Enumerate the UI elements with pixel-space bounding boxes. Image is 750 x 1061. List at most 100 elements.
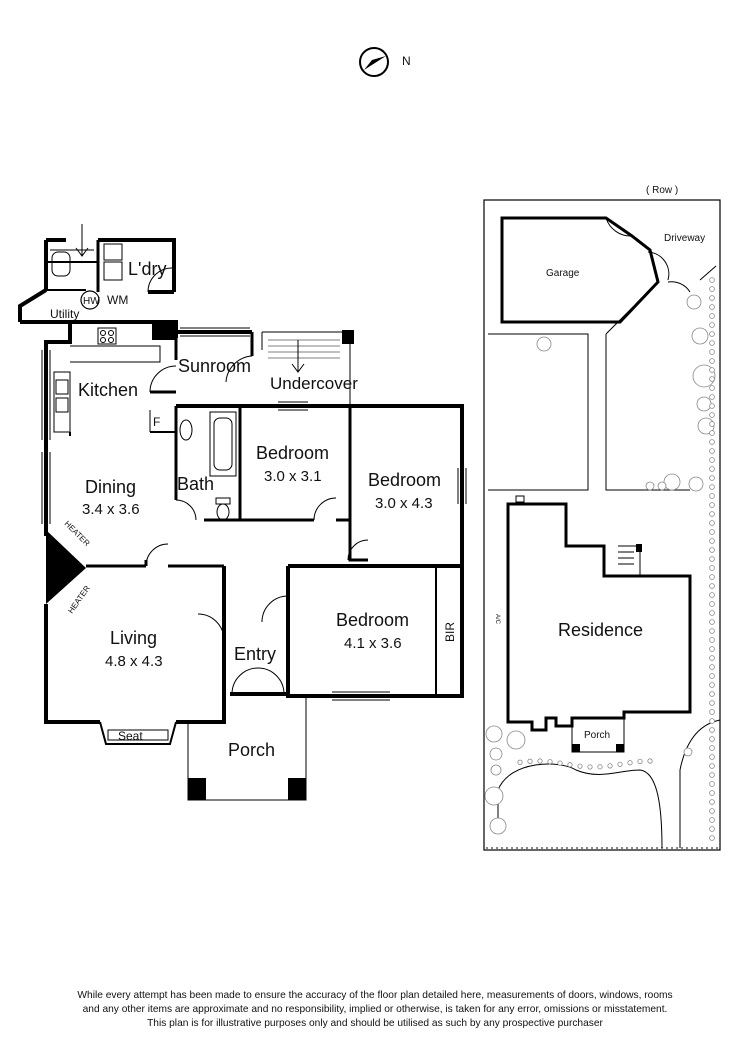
disclaimer-line-1: While every attempt has been made to ens… xyxy=(77,990,673,1001)
hedge-dot-icon xyxy=(709,826,715,832)
hedge-dot-icon xyxy=(709,790,715,796)
compass-north-label: N xyxy=(402,54,411,68)
room-label-bath: Bath xyxy=(177,474,214,494)
hedge-dot-icon xyxy=(709,682,715,688)
shrub-icon xyxy=(489,747,503,761)
shrub-icon xyxy=(686,294,702,310)
border-dot-icon xyxy=(617,761,623,767)
room-label-living: Living xyxy=(110,628,157,648)
shrub-icon xyxy=(490,764,502,776)
label-window-seat: Seat xyxy=(118,729,143,743)
porch-post-left xyxy=(188,778,206,800)
hedge-dot-icon xyxy=(709,799,715,805)
hedge-dot-icon xyxy=(709,412,715,418)
room-size-bedroom-1: 3.0 x 3.1 xyxy=(264,468,322,485)
label-driveway: Driveway xyxy=(664,233,705,244)
hedge-dot-icon xyxy=(709,457,715,463)
hedge-dot-icon xyxy=(709,628,715,634)
label-washing-machine: WM xyxy=(107,293,128,307)
room-label-dining: Dining xyxy=(85,477,136,497)
compass-arrow-icon xyxy=(364,56,386,70)
border-dot-icon xyxy=(577,763,583,769)
border-dot-icon xyxy=(517,759,523,765)
hedge-dot-icon xyxy=(709,313,715,319)
border-dot-icon xyxy=(627,760,633,766)
hedge-dot-icon xyxy=(709,466,715,472)
hedge-dot-icon xyxy=(709,583,715,589)
shrub-icon xyxy=(696,396,712,412)
label-hot-water: HW xyxy=(83,296,100,307)
label-site-porch: Porch xyxy=(584,730,610,741)
heater-block xyxy=(46,530,86,604)
hedge-dot-icon xyxy=(709,763,715,769)
hedge-dot-icon xyxy=(709,439,715,445)
hedge-dot-icon xyxy=(709,403,715,409)
label-heater-bottom: HEATER xyxy=(66,584,92,615)
room-size-bedroom-3: 4.1 x 3.6 xyxy=(344,635,402,652)
hedge-dot-icon xyxy=(709,592,715,598)
hedge-dot-icon xyxy=(709,808,715,814)
hedge-dot-icon xyxy=(709,331,715,337)
hedge-dot-icon xyxy=(709,277,715,283)
shrub-icon xyxy=(697,417,715,435)
hedge-dot-icon xyxy=(709,484,715,490)
hedge-dot-icon xyxy=(709,817,715,823)
hedge-dot-icon xyxy=(709,448,715,454)
room-label-sunroom: Sunroom xyxy=(178,356,251,376)
hedge-dot-icon xyxy=(709,340,715,346)
hedge-dot-icon xyxy=(709,385,715,391)
house-floor-plan xyxy=(18,224,467,801)
room-label-utility: Utility xyxy=(50,307,79,321)
border-dot-icon xyxy=(567,762,573,768)
porch-post-right xyxy=(288,778,306,800)
hedge-dot-icon xyxy=(709,367,715,373)
shrub-icon xyxy=(489,817,507,835)
shrub-icon xyxy=(688,476,704,492)
hedge-dot-icon xyxy=(709,493,715,499)
hedge-dot-icon xyxy=(709,556,715,562)
room-label-bedroom-1: Bedroom xyxy=(256,443,329,463)
border-dot-icon xyxy=(607,763,613,769)
hedge-dot-icon xyxy=(709,664,715,670)
room-label-bedroom-3: Bedroom xyxy=(336,610,409,630)
label-heater-top: HEATER xyxy=(63,519,92,548)
shrub-icon xyxy=(536,336,552,352)
disclaimer-line-3: This plan is for illustrative purposes o… xyxy=(147,1018,603,1030)
shrub-icon xyxy=(663,473,681,491)
hedge-dot-icon xyxy=(709,520,715,526)
hedge-dot-icon xyxy=(709,574,715,580)
hedge-dot-icon xyxy=(709,565,715,571)
shrub-icon xyxy=(485,725,503,743)
hedge-dot-icon xyxy=(709,601,715,607)
shrub-icon xyxy=(691,327,709,345)
hedge-dot-icon xyxy=(709,727,715,733)
border-dot-icon xyxy=(637,758,643,765)
seat-cushion xyxy=(107,729,169,741)
label-row: ( Row ) xyxy=(646,185,678,196)
hedge-dot-icon xyxy=(709,619,715,625)
room-label-entry: Entry xyxy=(234,644,276,664)
room-label-porch: Porch xyxy=(228,740,275,760)
label-built-in-robe: BIR xyxy=(443,622,457,642)
room-label-bedroom-2: Bedroom xyxy=(368,470,441,490)
label-air-conditioner: A/C xyxy=(494,614,500,625)
border-dot-icon xyxy=(597,764,603,770)
hedge-dot-icon xyxy=(709,700,715,706)
hedge-dot-icon xyxy=(709,304,715,310)
border-dot-icon xyxy=(547,759,553,765)
hedge-dot-icon xyxy=(709,322,715,328)
hedge-dot-icon xyxy=(709,646,715,652)
hedge-dot-icon xyxy=(709,610,715,616)
room-size-dining: 3.4 x 3.6 xyxy=(82,501,140,518)
hedge-dot-icon xyxy=(709,421,715,427)
compass: N xyxy=(359,47,411,77)
room-size-bedroom-2: 3.0 x 4.3 xyxy=(375,495,433,512)
hedge-dot-icon xyxy=(709,502,715,508)
hedge-dot-icon xyxy=(709,745,715,751)
hedge-dot-icon xyxy=(709,709,715,715)
hedge-dot-icon xyxy=(709,358,715,364)
hedge-dot-icon xyxy=(709,754,715,760)
hot-water-icon xyxy=(80,290,100,310)
hedge-dot-icon xyxy=(709,511,715,517)
hedge-dot-icon xyxy=(709,286,715,292)
